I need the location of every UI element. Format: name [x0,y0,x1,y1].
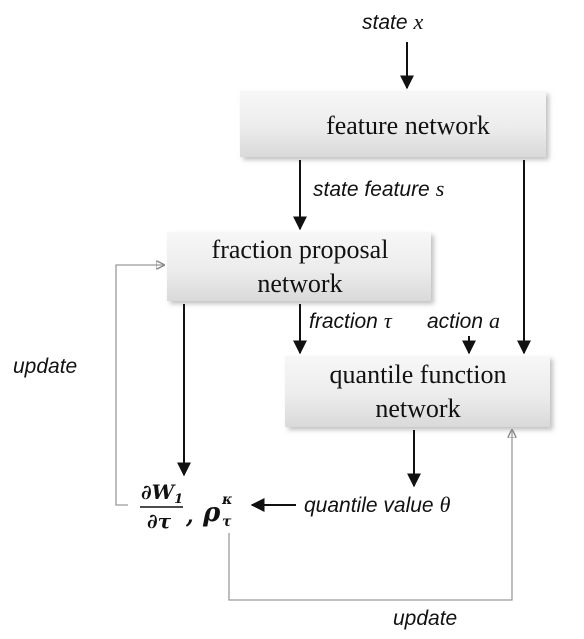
formula-separator: , [185,503,194,529]
update-loop-bottom [228,430,512,601]
formula-numerator: ∂W1 [141,480,183,507]
update-loop-left [115,265,164,506]
quantile-function-network-box [285,356,550,427]
fraction-proposal-label-line2: network [257,269,342,298]
feature-network-box [240,91,546,157]
update-label-left: update [13,355,77,378]
fraction-proposal-label-line1: fraction proposal [212,235,389,264]
formula-rho: ρ [202,498,221,528]
formula-denominator: ∂τ [147,509,172,533]
loss-formula: ∂W1 ∂τ , ρ κ τ [140,480,233,533]
quantile-function-label-line1: quantile function [330,360,507,389]
formula-rho-superscript: κ [221,492,233,508]
formula-rho-subscript: τ [222,514,232,530]
update-label-bottom: update [393,607,457,630]
quantile-function-label-line2: network [375,394,460,423]
feature-network-label: feature network [326,111,490,140]
fraction-proposal-network-box [167,232,431,301]
